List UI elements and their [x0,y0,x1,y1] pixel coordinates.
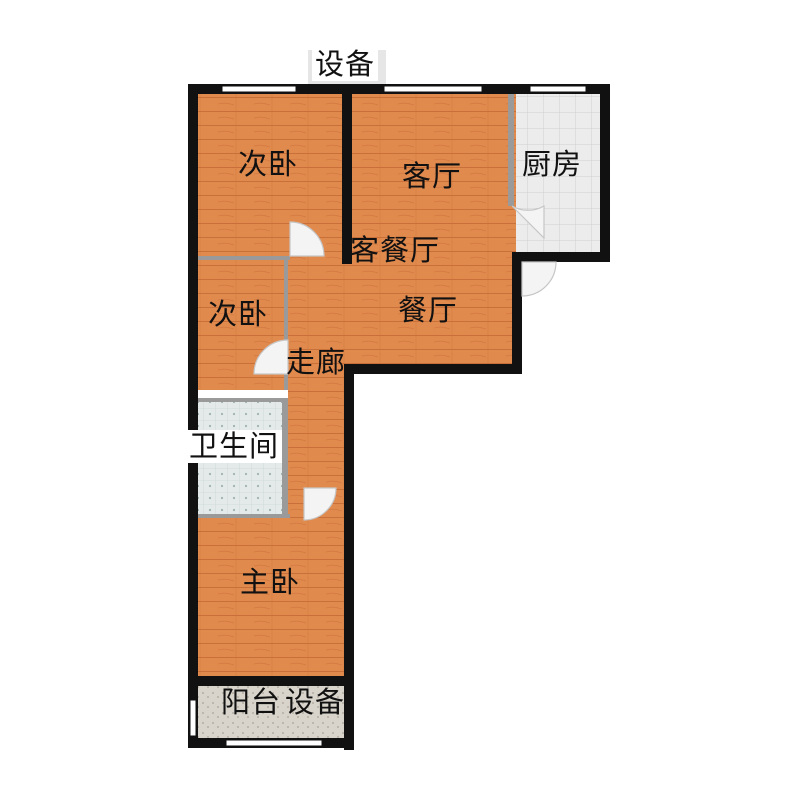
bottom-equipment-label: 设备 [285,685,346,719]
kitchen-label: 厨房 [522,147,583,181]
bathroom-label: 卫生间 [186,430,283,463]
doors [253,204,557,521]
bedroom-second-mid-label: 次卧 [208,297,269,331]
living-room-label: 客厅 [402,159,463,193]
balcony-label: 阳台 [221,685,282,719]
bedroom-second-top-label: 次卧 [238,147,299,181]
master-bedroom-floor [198,516,348,676]
interior-walls [198,94,514,518]
balcony-floor [198,686,344,738]
top-equipment-label: 设备 [312,48,379,81]
windows [189,85,587,747]
living-room-floor [352,92,516,264]
living-dining-label: 客餐厅 [350,233,441,267]
dining-room-label: 餐厅 [398,293,459,327]
master-bedroom-label: 主卧 [240,565,301,599]
corridor-label: 走廊 [286,345,347,379]
bedroom-second-top-floor [198,92,346,258]
dining-floor [288,258,518,368]
